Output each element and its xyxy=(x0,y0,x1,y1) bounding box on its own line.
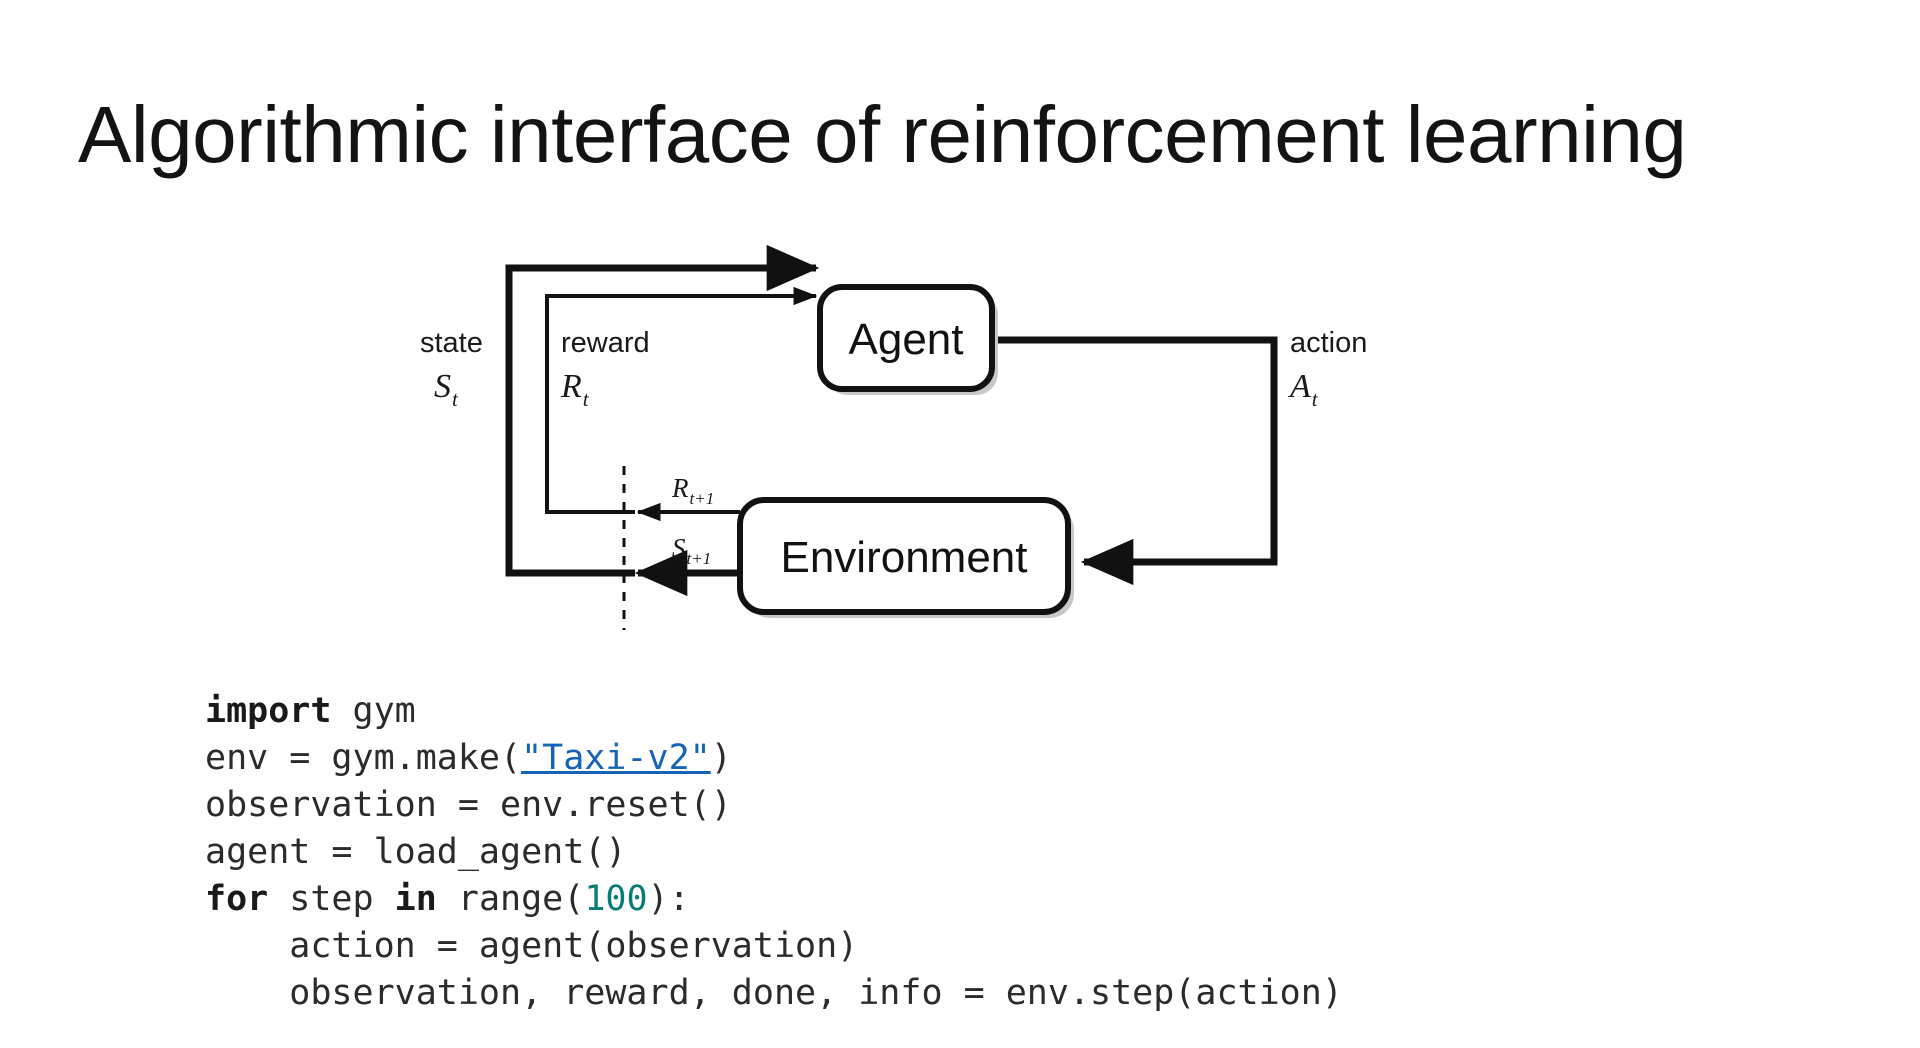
state-feedback-path xyxy=(505,244,820,577)
code-keyword: for xyxy=(205,879,269,919)
code-line: for step in range(100): xyxy=(205,876,1343,923)
page-title: Algorithmic interface of reinforcement l… xyxy=(78,89,1687,179)
state-edge-symbol: St xyxy=(434,368,459,411)
reward-next-label: Rt+1 xyxy=(671,473,714,508)
code-keyword: in xyxy=(394,879,437,919)
code-line: observation, reward, done, info = env.st… xyxy=(205,970,1343,1017)
state-next-label: St+1 xyxy=(672,533,711,568)
code-text: step xyxy=(268,879,395,919)
agent-box xyxy=(817,284,995,392)
state-edge-word: state xyxy=(420,327,483,359)
code-text: observation, reward, done, info = env.st… xyxy=(205,973,1343,1013)
code-text: range( xyxy=(436,879,585,919)
code-line: observation = env.reset() xyxy=(205,782,1343,829)
environment-box-label: Environment xyxy=(780,533,1027,582)
agent-box-label: Agent xyxy=(849,315,964,364)
code-keyword: import xyxy=(205,691,332,731)
code-line: action = agent(observation) xyxy=(205,923,1343,970)
reward-feedback-path xyxy=(545,286,818,514)
code-text: ): xyxy=(647,879,690,919)
code-text: gym xyxy=(331,691,416,731)
code-text: agent = load_agent() xyxy=(205,832,627,872)
rl-loop-diagram: Agent Environment state St reward Rt act… xyxy=(0,200,1920,660)
code-line: import gym xyxy=(205,688,1343,735)
environment-box xyxy=(737,497,1071,615)
reward-edge-word: reward xyxy=(561,327,650,359)
action-edge-word: action xyxy=(1290,327,1367,359)
code-text: env = gym.make( xyxy=(205,738,522,778)
code-text: observation = env.reset() xyxy=(205,785,732,825)
code-text: ) xyxy=(710,738,732,778)
action-edge-symbol: At xyxy=(1288,368,1319,411)
action-path xyxy=(998,336,1278,586)
code-line: agent = load_agent() xyxy=(205,829,1343,876)
code-number: 100 xyxy=(584,879,648,919)
code-text: action = agent(observation) xyxy=(205,926,859,966)
env-id-link[interactable]: "Taxi-v2" xyxy=(521,738,711,778)
reward-edge-symbol: Rt xyxy=(560,368,590,411)
code-line: env = gym.make("Taxi-v2") xyxy=(205,735,1343,782)
rl-loop-diagram-svg: Agent Environment state St reward Rt act… xyxy=(420,244,1367,630)
